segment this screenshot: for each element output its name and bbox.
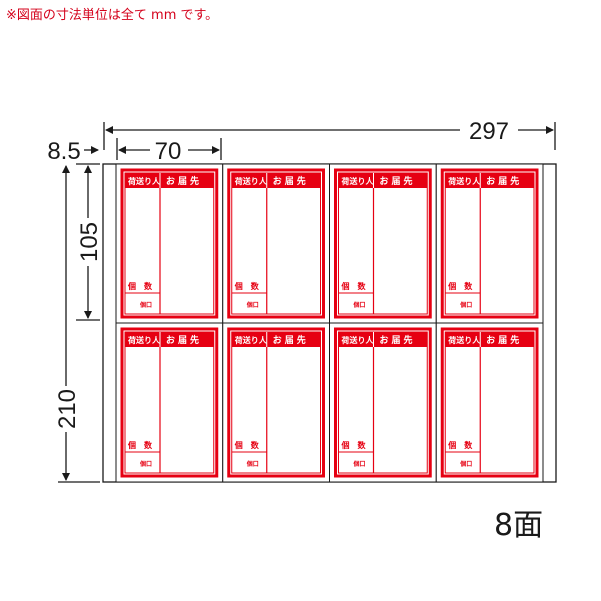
label-unit-text: 個口 — [246, 460, 259, 468]
label-header-bar — [125, 332, 214, 347]
dim-margin: 8.5 — [47, 138, 80, 165]
label-boundary — [222, 163, 330, 324]
label-unit-text: 個口 — [353, 460, 366, 468]
label-unit-text: 個口 — [459, 460, 472, 468]
label-count-text: 個 数 — [447, 440, 473, 450]
label-header-bar — [445, 332, 534, 347]
label-count-text: 個 数 — [127, 281, 153, 291]
label-outer-frame — [227, 327, 325, 478]
label-count-text: 個 数 — [341, 281, 367, 291]
label-boundary — [435, 322, 544, 483]
label-outer-frame — [440, 168, 539, 319]
label-sender-text: 荷送り人 — [447, 176, 481, 186]
label-cell: 荷送り人お届先個 数個口 — [115, 163, 224, 324]
label-recipient-text: お届先 — [166, 334, 202, 346]
label-sender-text: 荷送り人 — [127, 176, 161, 186]
label-count-text: 個 数 — [447, 281, 473, 291]
label-unit-text: 個口 — [139, 301, 152, 309]
label-cell: 荷送り人お届先個 数個口 — [329, 163, 437, 324]
label-outer-frame — [334, 327, 432, 478]
label-count-text: 個 数 — [234, 281, 260, 291]
label-header-bar — [231, 332, 321, 347]
label-header-bar — [445, 173, 534, 188]
label-sender-text: 荷送り人 — [127, 335, 161, 345]
label-count-text: 個 数 — [127, 440, 153, 450]
unit-note: ※図面の寸法単位は全て mm です。 — [6, 8, 219, 23]
label-boundary — [222, 322, 330, 483]
label-header-bar — [338, 332, 428, 347]
label-count-text: 個 数 — [341, 440, 367, 450]
dim-label-width: 70 — [155, 138, 182, 165]
label-cell: 荷送り人お届先個 数個口 — [115, 322, 224, 483]
label-boundary — [329, 322, 437, 483]
label-outer-frame — [120, 327, 219, 478]
label-recipient-text: お届先 — [166, 175, 202, 187]
label-outer-frame — [227, 168, 325, 319]
label-sender-text: 荷送り人 — [341, 335, 375, 345]
dim-total-height: 210 — [54, 389, 81, 429]
label-outer-frame — [120, 168, 219, 319]
label-boundary — [435, 163, 544, 324]
label-header-bar — [125, 173, 214, 188]
label-sender-text: 荷送り人 — [234, 176, 268, 186]
label-recipient-text: お届先 — [273, 175, 309, 187]
dim-label-height: 105 — [76, 222, 103, 262]
label-cell: 荷送り人お届先個 数個口 — [329, 322, 437, 483]
label-recipient-text: お届先 — [486, 334, 522, 346]
label-unit-text: 個口 — [139, 460, 152, 468]
label-header-bar — [338, 173, 428, 188]
label-boundary — [115, 163, 224, 324]
label-cell: 荷送り人お届先個 数個口 — [435, 163, 544, 324]
label-boundary — [329, 163, 437, 324]
label-outer-frame — [334, 168, 432, 319]
label-recipient-text: お届先 — [380, 334, 416, 346]
label-cell: 荷送り人お届先個 数個口 — [222, 322, 330, 483]
label-recipient-text: お届先 — [380, 175, 416, 187]
label-boundary — [115, 322, 224, 483]
dim-total-width: 297 — [469, 118, 509, 145]
label-cell: 荷送り人お届先個 数個口 — [435, 322, 544, 483]
label-recipient-text: お届先 — [486, 175, 522, 187]
label-unit-text: 個口 — [459, 301, 472, 309]
label-sender-text: 荷送り人 — [447, 335, 481, 345]
label-count-text: 個 数 — [234, 440, 260, 450]
label-count: 8面 — [494, 508, 544, 543]
label-recipient-text: お届先 — [273, 334, 309, 346]
label-sender-text: 荷送り人 — [234, 335, 268, 345]
label-sender-text: 荷送り人 — [341, 176, 375, 186]
label-unit-text: 個口 — [246, 301, 259, 309]
label-header-bar — [231, 173, 321, 188]
label-unit-text: 個口 — [353, 301, 366, 309]
label-cell: 荷送り人お届先個 数個口 — [222, 163, 330, 324]
label-outer-frame — [440, 327, 539, 478]
